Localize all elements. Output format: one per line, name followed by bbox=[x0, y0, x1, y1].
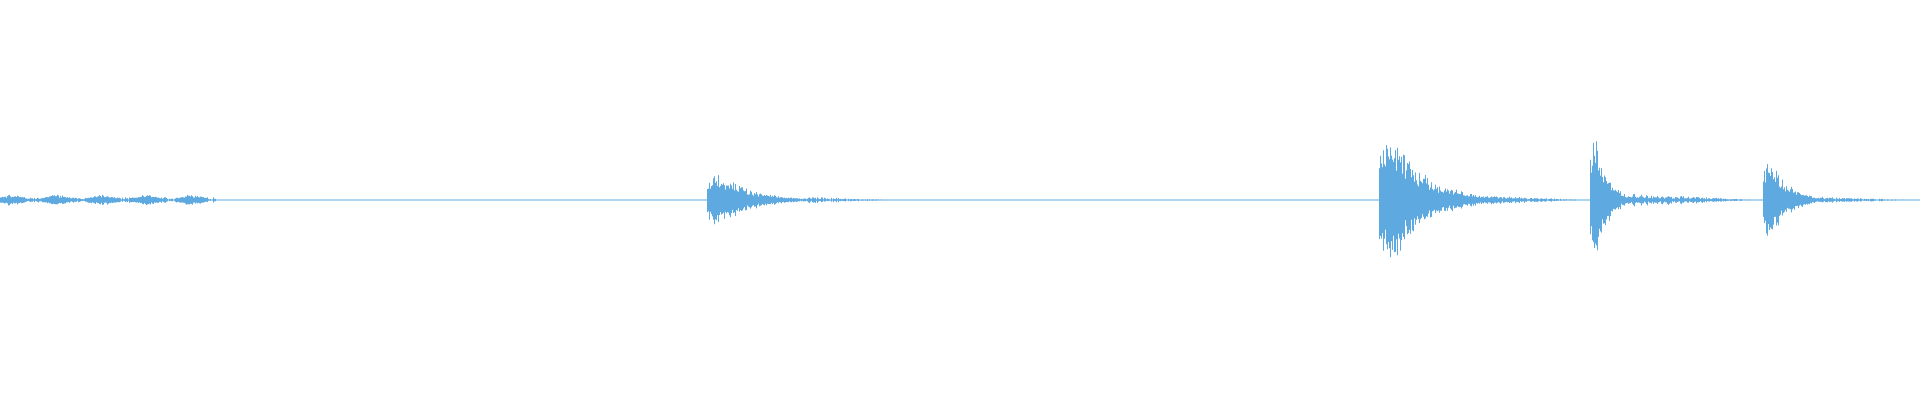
waveform-samples bbox=[0, 141, 1920, 258]
waveform-path bbox=[0, 141, 1920, 258]
